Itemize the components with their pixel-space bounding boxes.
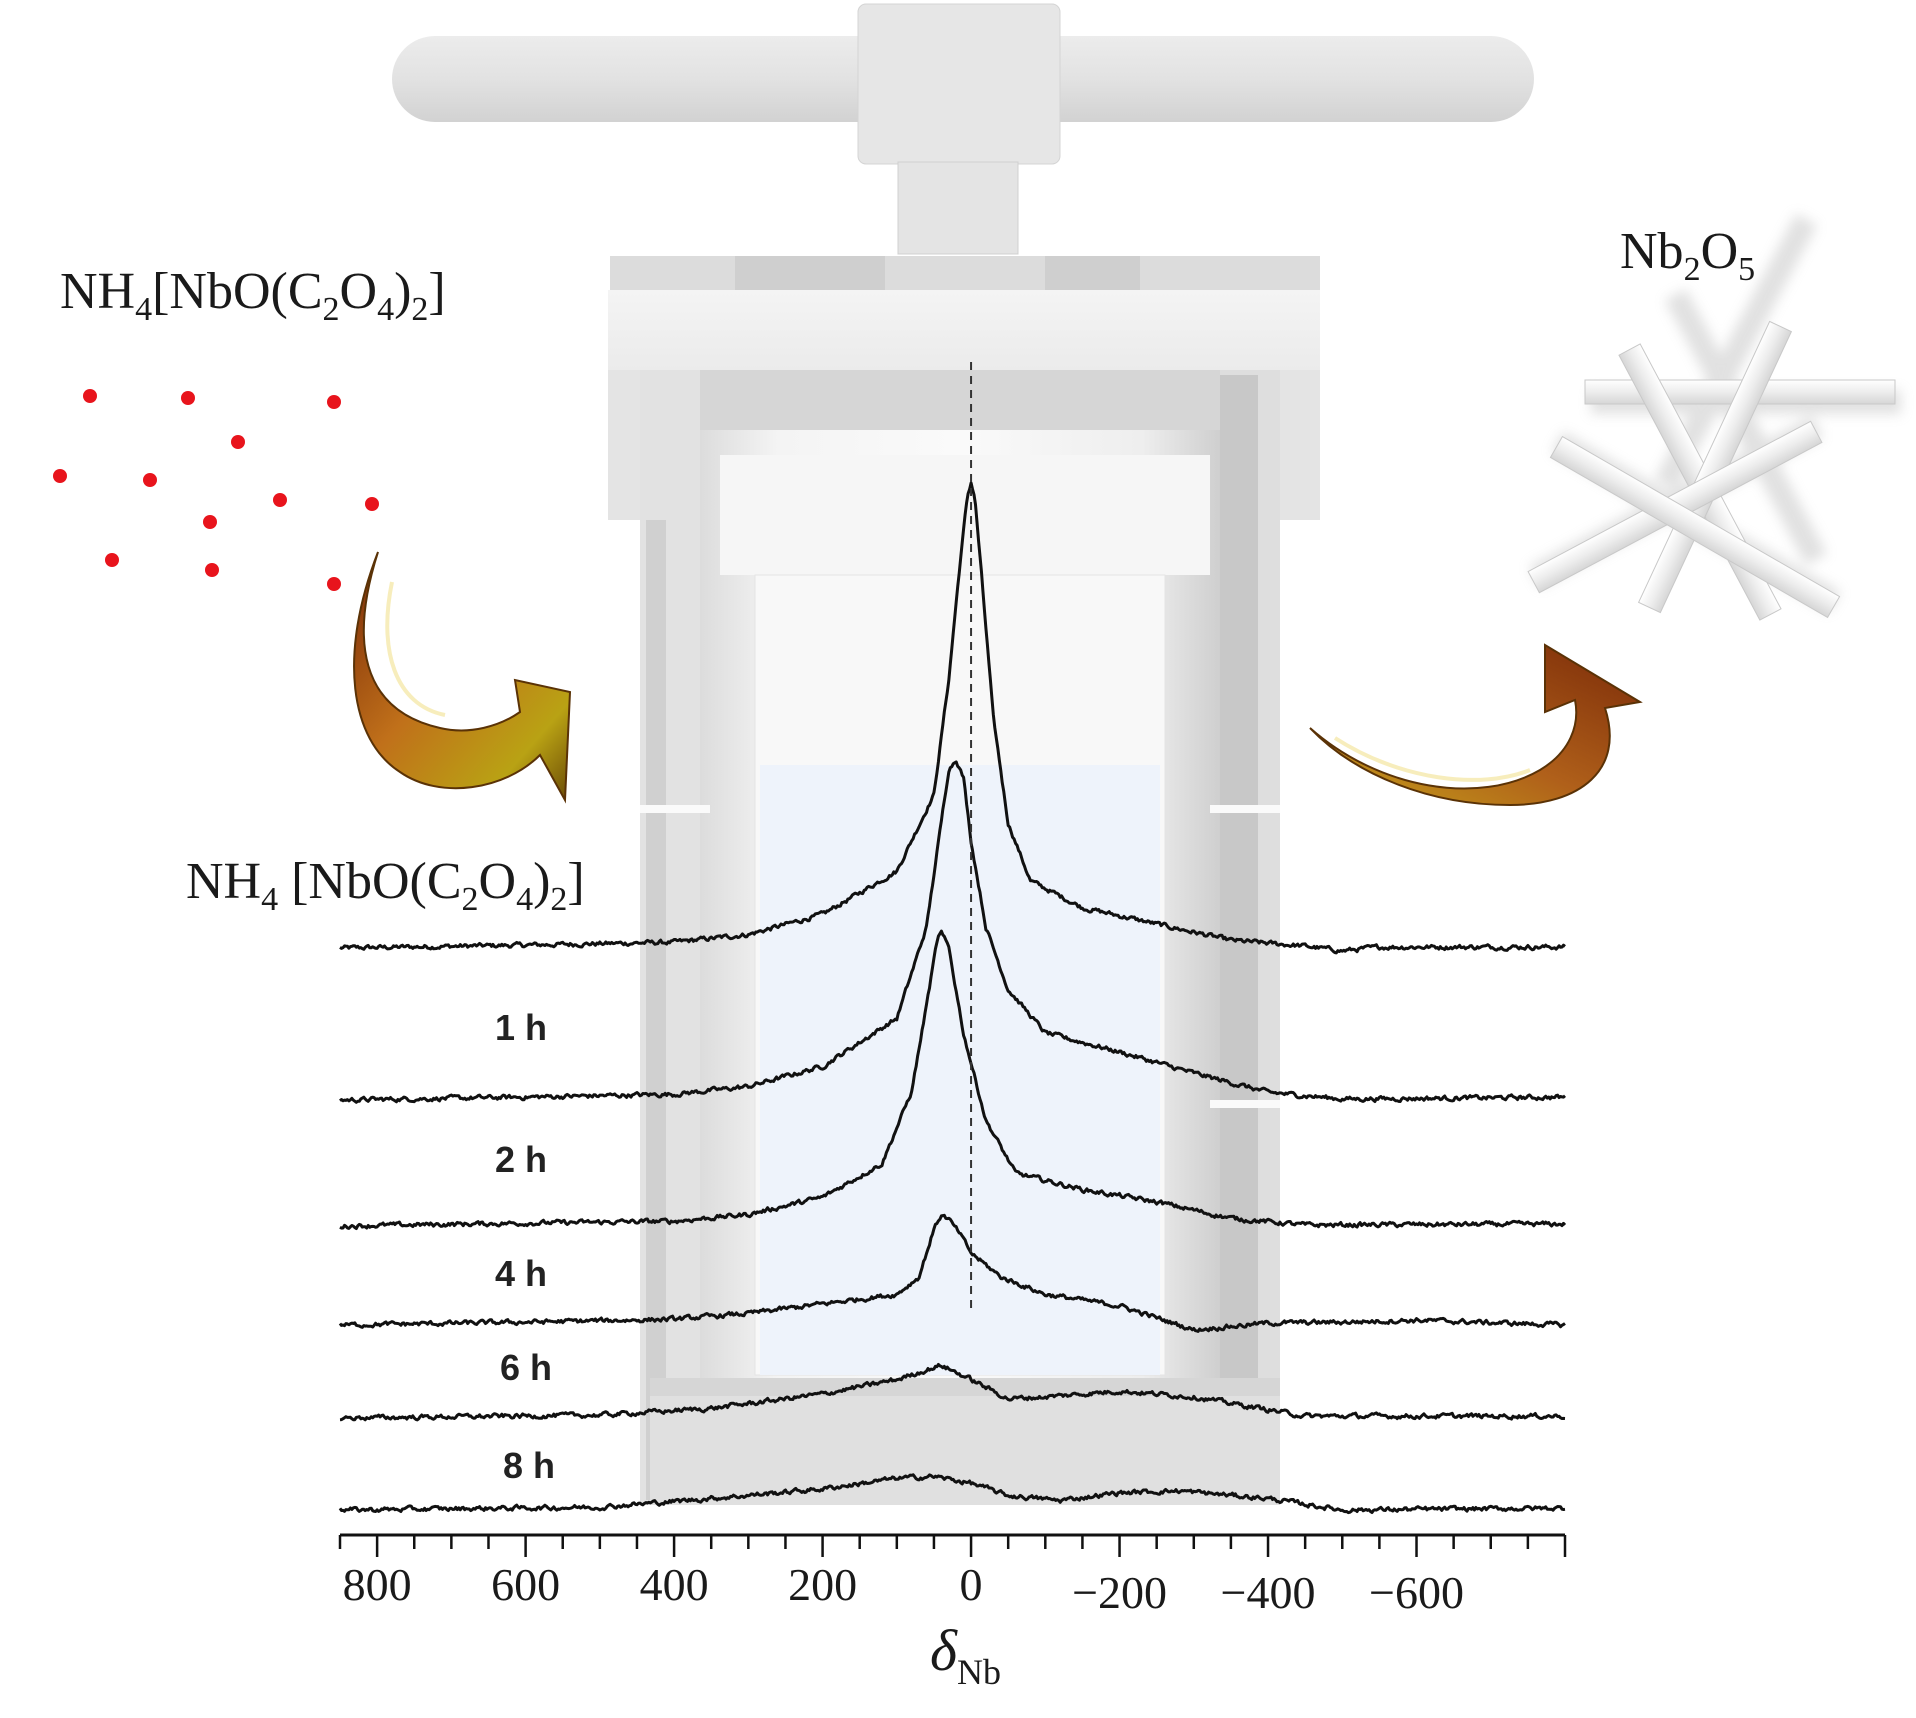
spectra-traces — [338, 481, 1567, 1515]
curved-arrow-out-icon — [1309, 643, 1643, 807]
reactant-dot — [105, 553, 119, 567]
spectrum-trace-1 — [339, 760, 1566, 1104]
spectrum-trace-5 — [338, 1473, 1566, 1515]
x-tick-label: 600 — [491, 1559, 560, 1610]
spectrum-trace-4 — [339, 1363, 1566, 1422]
reactant-dot — [327, 577, 341, 591]
autoclave-base — [650, 1378, 1280, 1505]
reactant-dot — [203, 515, 217, 529]
x-tick-label: −400 — [1221, 1567, 1316, 1618]
nmr-chart: NH4 [NbO(C2O4)2] 1 h 2 h 4 h 6 h 8 h 800 600 4… — [186, 362, 1567, 1692]
series-label-2: 2 h — [495, 1139, 547, 1180]
spectrum-trace-2 — [339, 929, 1567, 1231]
x-tick-label: −200 — [1072, 1567, 1167, 1618]
series-labels: 1 h 2 h 4 h 6 h 8 h — [495, 1007, 555, 1486]
series-label-0: NH4 [NbO(C2O4)2] — [186, 853, 585, 918]
spectrum-trace-0 — [339, 481, 1566, 955]
reactant-dot — [205, 563, 219, 577]
series-label-5: 8 h — [503, 1445, 555, 1486]
reactant-dot — [365, 497, 379, 511]
reactant-dot — [53, 469, 67, 483]
series-label-4: 6 h — [500, 1347, 552, 1388]
reactant-dot — [143, 473, 157, 487]
reactant-formula-top: NH4[NbO(C2O4)2] — [60, 263, 446, 328]
handle-hub — [857, 3, 1061, 165]
x-tick-label: 0 — [960, 1559, 983, 1610]
x-tick-label: 200 — [788, 1559, 857, 1610]
handle-stem — [897, 161, 1019, 255]
x-axis: 800 600 400 200 0 −200 −400 −600 — [338, 1533, 1567, 1618]
x-tick-label: 800 — [343, 1559, 412, 1610]
product-formula: Nb2O5 — [1620, 223, 1755, 288]
reactant-dot — [83, 389, 97, 403]
reactant-dots-icon — [53, 389, 379, 591]
reactant-dot — [327, 395, 341, 409]
reactant-dot — [181, 391, 195, 405]
x-axis-label: δNb — [930, 1618, 1001, 1692]
liner-liquid — [760, 765, 1160, 1375]
series-label-3: 4 h — [495, 1253, 547, 1294]
spectrum-trace-3 — [338, 1213, 1566, 1333]
nb2o5-rods-icon — [1527, 213, 1901, 621]
series-label-1: 1 h — [495, 1007, 547, 1048]
curved-arrow-in-icon — [353, 551, 572, 804]
x-tick-label: −600 — [1369, 1567, 1464, 1618]
reactant-dot — [231, 435, 245, 449]
top-nut — [610, 256, 1320, 292]
reactant-dot — [273, 493, 287, 507]
x-tick-label: 400 — [640, 1559, 709, 1610]
